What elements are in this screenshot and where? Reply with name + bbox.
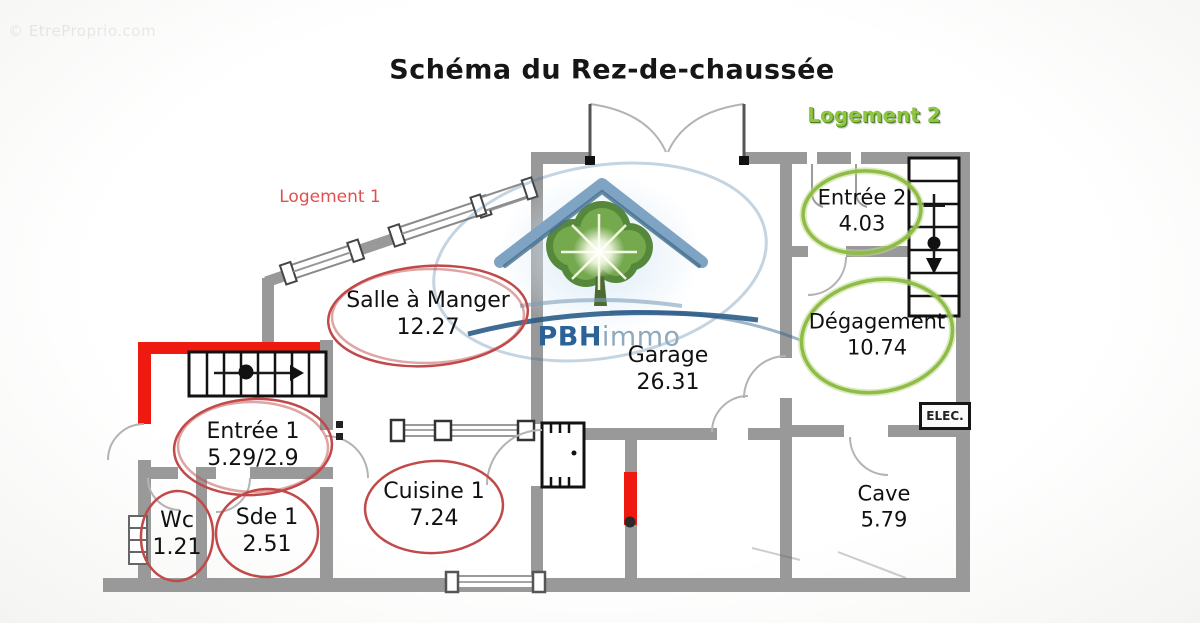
room-label-garage: Garage 26.31 [628,343,709,397]
room-name: Entrée 2 [817,185,907,210]
room-area: 12.27 [396,315,460,340]
room-name: Cave [857,481,911,506]
staircase-left [187,350,328,398]
room-label-sde-1: Sde 1 2.51 [236,505,298,559]
hinge-marks [336,421,343,440]
room-name: Sde 1 [235,505,299,531]
door-arcs [107,103,889,513]
room-label-cuisine-1: Cuisine 1 7.24 [383,479,484,533]
brand-light: immo [601,321,681,353]
room-area: 2.51 [242,532,292,557]
room-area: 1.21 [152,535,202,560]
page-title: Schéma du Rez-de-chaussée [389,54,835,86]
room-label-salle-a-manger: Salle à Manger 12.27 [346,288,510,342]
garage-door-leaves [585,104,749,165]
room-outlines-green [798,167,956,397]
room-label-cave: Cave 5.79 [858,481,911,532]
room-label-degagement: Dégagement 10.74 [809,309,945,360]
staircase-right [907,156,961,318]
window-dining-kitchen [389,418,536,443]
room-area: 26.31 [636,370,700,395]
wall-mark [624,516,636,528]
room-area: 4.03 [838,211,886,235]
room-label-entree-1: Entrée 1 5.29/2.9 [206,419,299,473]
room-area: 5.29/2.9 [207,446,299,471]
room-name: Wc [160,508,194,534]
room-name: Cuisine 1 [383,479,485,505]
window-diagonal-1 [278,238,366,286]
room-name: Salle à Manger [346,288,510,314]
room-area: 10.74 [846,335,908,359]
room-label-wc: Wc 1.21 [153,508,202,562]
elec-box: ELEC. [919,402,971,430]
room-label-entree-2: Entrée 2 4.03 [818,185,907,236]
room-name: Dégagement [808,309,946,334]
room-outlines-red [139,264,530,583]
logement1-label: Logement 1 [279,187,381,207]
kitchen-door-frame [540,421,586,489]
room-area: 5.79 [860,507,908,531]
logement2-label: Logement 2 [807,103,941,127]
pbh-logo-graphic [432,161,801,363]
room-name: Garage [627,343,709,369]
room-area: 7.24 [409,506,459,531]
brand-bold: PBH [537,321,602,353]
watermark: © EtreProprio.com [8,22,157,40]
pbh-immo-logo-text: PBHimmo [537,322,680,353]
pencil-smudges [751,547,907,579]
window-bottom [444,570,547,594]
room-name: Entrée 1 [206,419,300,445]
